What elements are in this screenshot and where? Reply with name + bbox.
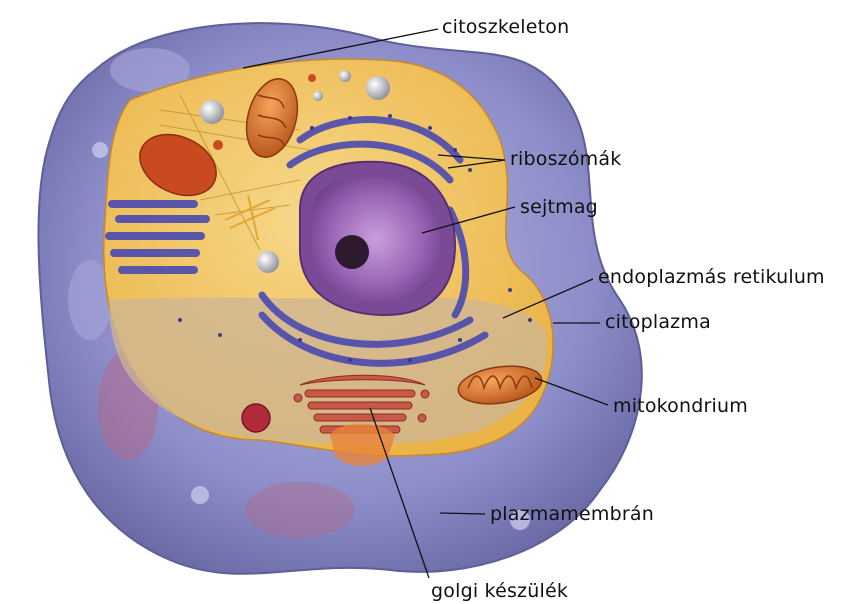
membrane-pore	[191, 486, 209, 504]
label-endoplazmas-retikulum: endoplazmás retikulum	[598, 268, 825, 287]
label-mitokondrium: mitokondrium	[613, 397, 748, 416]
label-citoplazma: citoplazma	[605, 313, 711, 332]
secretory-granule	[242, 404, 270, 432]
label-sejtmag: sejtmag	[520, 198, 598, 217]
nucleus	[312, 177, 440, 302]
label-citoszkeleton: citoszkeleton	[442, 18, 569, 37]
label-riboszomak: riboszómák	[510, 150, 621, 169]
membrane-bump	[245, 482, 355, 538]
nucleolus	[335, 235, 369, 269]
label-golgi-keszulek: golgi készülék	[431, 582, 568, 601]
label-plazmamembran: plazmamembrán	[490, 505, 654, 524]
membrane-pore	[92, 142, 108, 158]
